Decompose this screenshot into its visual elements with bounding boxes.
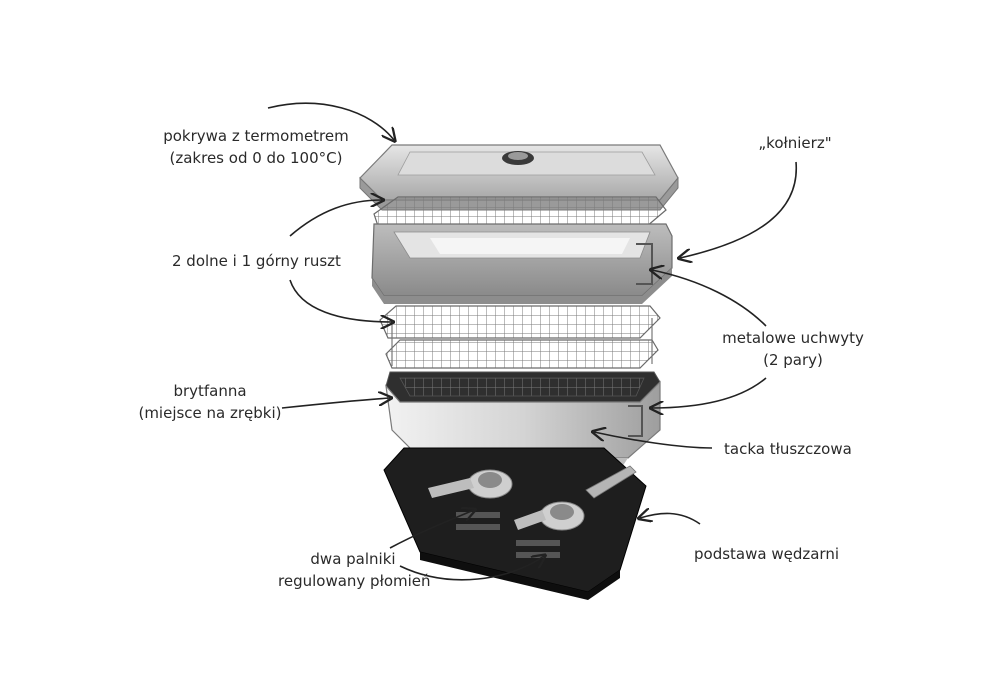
smoker-base (383, 447, 647, 600)
arrow-handles-upper (652, 270, 767, 327)
handle-icon (636, 243, 653, 285)
label-collar-line1: „kołnierz" (758, 134, 832, 152)
burner-icon (514, 501, 585, 531)
collar-frame (371, 223, 673, 304)
arrow-rack-lower (289, 279, 392, 322)
label-pan-line1: brytfanna (173, 382, 247, 400)
arrow-rack-upper (289, 200, 382, 237)
arrow-collar (680, 161, 797, 258)
label-racks: 2 dolne i 1 górny ruszt (172, 250, 341, 272)
label-pan: brytfanna (miejsce na zrębki) (130, 380, 290, 424)
label-burners: dwa palniki regulowany płomień (278, 548, 431, 592)
label-collar: „kołnierz" (740, 132, 850, 154)
label-drip-tray-line1: tacka tłuszczowa (724, 440, 852, 458)
arrow-burner-2 (399, 556, 544, 581)
lower-racks (379, 305, 661, 369)
burner-icon (428, 469, 513, 499)
label-base-line1: podstawa wędzarni (694, 545, 839, 563)
label-racks-line1: 2 dolne i 1 górny ruszt (172, 252, 341, 270)
arrow-drip-tray (594, 432, 713, 449)
arrow-handles-lower (652, 377, 767, 408)
label-base: podstawa wędzarni (694, 543, 839, 565)
label-drip-tray: tacka tłuszczowa (724, 438, 852, 460)
label-burners-line2: regulowany płomień (278, 572, 431, 590)
annotation-arrows (267, 102, 797, 581)
label-handles: metalowe uchwyty (2 pary) (718, 327, 868, 371)
arrow-burner-1 (389, 510, 474, 549)
arrow-pan (281, 398, 390, 409)
label-lid: pokrywa z termometrem (zakres od 0 do 10… (156, 125, 356, 169)
label-pan-line2: (miejsce na zrębki) (138, 404, 282, 422)
label-lid-line1: pokrywa z termometrem (163, 127, 349, 145)
label-handles-line2: (2 pary) (763, 351, 823, 369)
label-handles-line1: metalowe uchwyty (722, 329, 864, 347)
label-lid-line2: (zakres od 0 do 100°C) (169, 149, 343, 167)
arrow-lid (267, 102, 394, 140)
label-burners-line1: dwa palniki (310, 550, 396, 568)
arrow-base (640, 513, 701, 525)
